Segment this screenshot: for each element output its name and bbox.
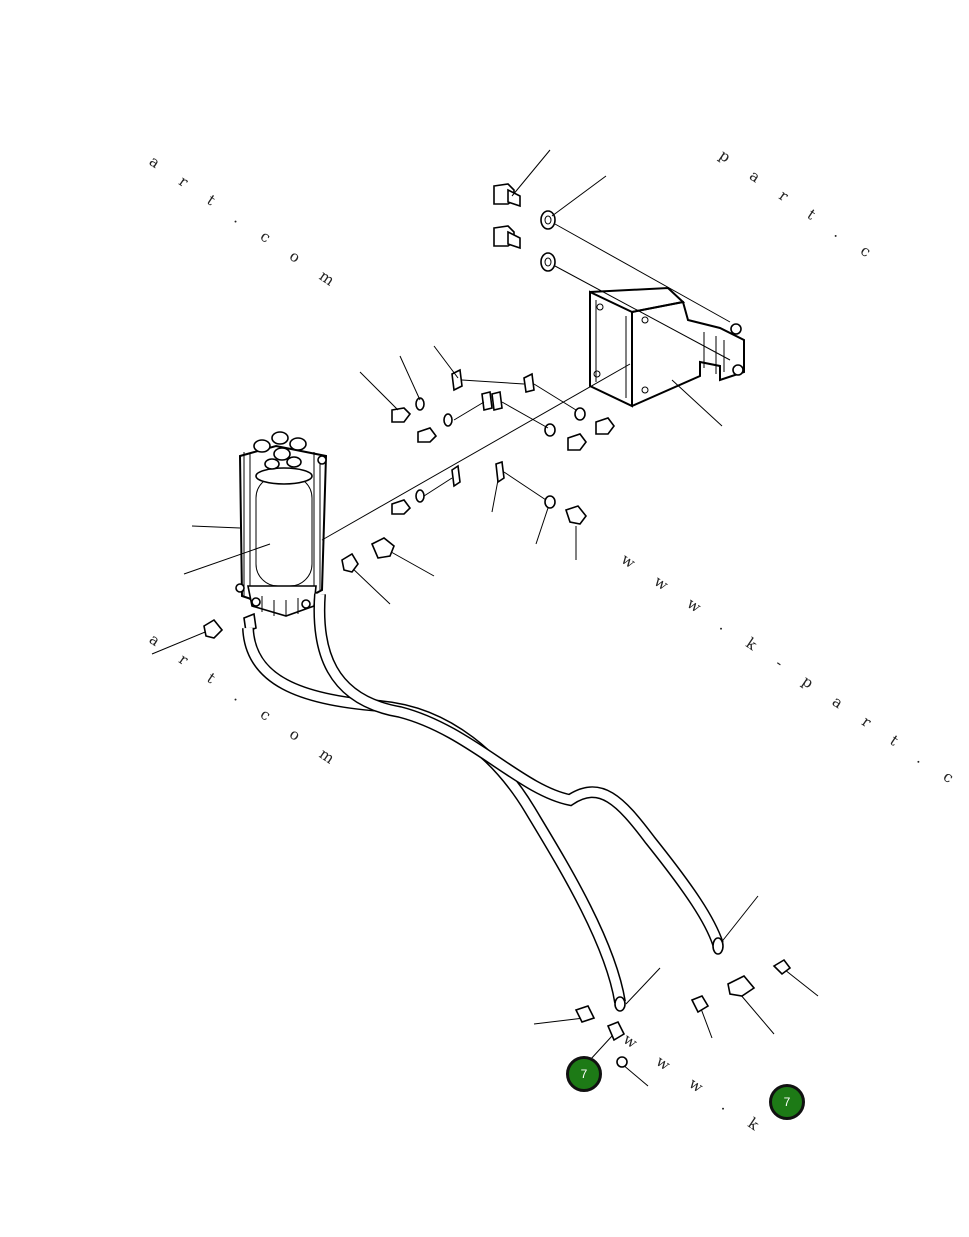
hose-lines <box>242 593 724 1012</box>
callout-marker[interactable]: 7 <box>769 1084 805 1120</box>
mounting-bracket <box>589 286 745 408</box>
bracket-bolts <box>493 183 731 361</box>
filter-assembly <box>235 431 328 617</box>
callout-marker[interactable]: 7 <box>566 1056 602 1092</box>
marker-label: 7 <box>580 1067 588 1081</box>
filter-fittings <box>203 537 395 639</box>
marker-label: 7 <box>783 1095 791 1109</box>
clamp-hardware <box>391 368 615 525</box>
lower-fittings <box>574 958 792 1068</box>
